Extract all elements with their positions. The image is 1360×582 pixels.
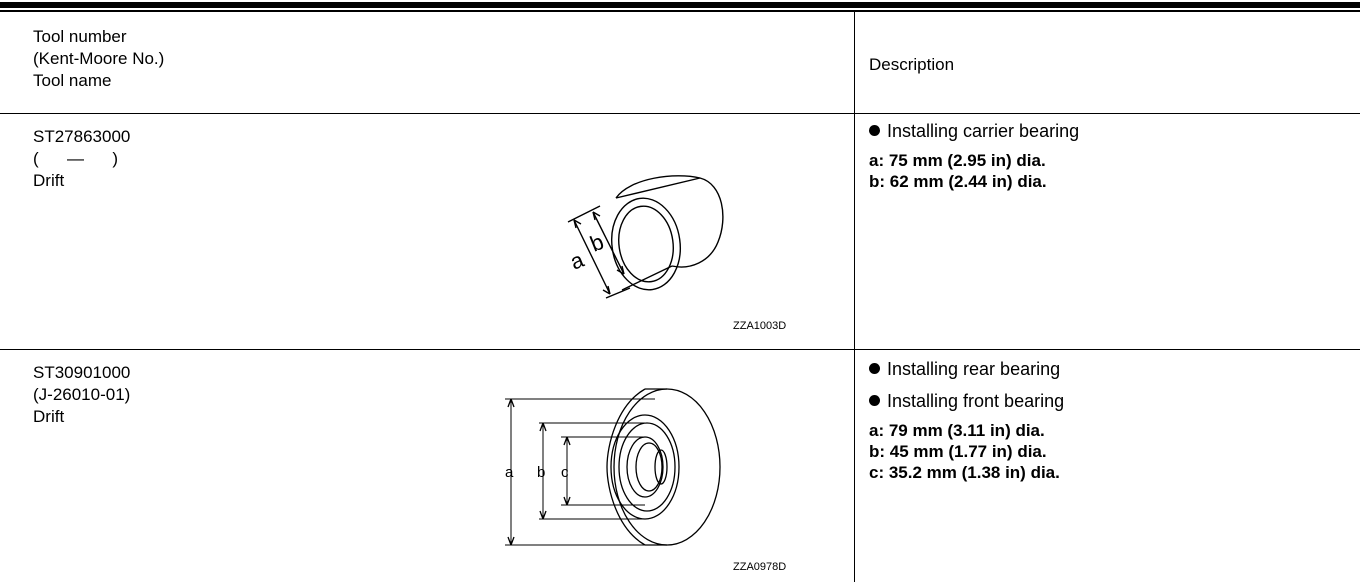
sleeve-front-ring-outer	[611, 197, 681, 291]
row2-spec-c: c: 35.2 mm (1.38 in) dia.	[869, 463, 1060, 482]
row2-spec-a: a: 79 mm (3.11 in) dia.	[869, 421, 1045, 440]
bullet-dot-icon	[869, 363, 880, 374]
sleeve-outer-back	[615, 175, 724, 268]
row2-bullet-1: Installing rear bearing	[869, 358, 1064, 380]
row2-description: Installing rear bearing Installing front…	[869, 358, 1064, 483]
row1-description: Installing carrier bearing a: 75 mm (2.9…	[869, 120, 1079, 192]
row1-kent-moore: ( — )	[33, 149, 118, 168]
row-divider	[0, 349, 1360, 350]
column-divider	[854, 12, 855, 582]
row2-bullet-1-text: Installing rear bearing	[887, 359, 1061, 379]
ring-step-2	[618, 422, 676, 512]
ring-step-1	[610, 414, 680, 520]
ring-label-b: b	[537, 464, 545, 481]
header-tool-column: Tool number (Kent-Moore No.) Tool name	[33, 26, 164, 92]
bullet-dot-icon	[869, 125, 880, 136]
table-top-rule	[0, 2, 1360, 8]
sleeve-label-a: a	[567, 247, 588, 275]
header-kent-moore: (Kent-Moore No.)	[33, 49, 165, 68]
header-divider	[0, 113, 1360, 114]
table-top-rule-thin	[0, 10, 1360, 12]
row2-kent-moore: (J-26010-01)	[33, 385, 131, 404]
row2-tool-number: ST30901000	[33, 363, 131, 382]
ring-bore-outer	[626, 436, 664, 498]
ring-bore-inner	[635, 442, 663, 492]
row1-tool-number: ST27863000	[33, 127, 131, 146]
row1-spec-a: a: 75 mm (2.95 in) dia.	[869, 151, 1046, 170]
ring-label-a: a	[505, 464, 514, 481]
row2-tool-info: ST30901000 (J-26010-01) Drift	[33, 362, 130, 428]
row1-spec-b: b: 62 mm (2.44 in) dia.	[869, 172, 1047, 191]
header-description: Description	[869, 55, 955, 74]
row2-tool-name: Drift	[33, 407, 65, 426]
row1-figure-code: ZZA1003D	[733, 320, 787, 332]
sleeve-front-ring-inner	[618, 205, 674, 283]
ring-hole	[654, 449, 668, 485]
row1-bullet-1: Installing carrier bearing	[869, 120, 1079, 142]
row2-spec-b: b: 45 mm (1.77 in) dia.	[869, 442, 1047, 461]
row2-bullet-2: Installing front bearing	[869, 390, 1064, 412]
row1-tool-name: Drift	[33, 171, 65, 190]
row1-bullet-1-text: Installing carrier bearing	[887, 121, 1080, 141]
bullet-dot-icon	[869, 395, 880, 406]
header-tool-number: Tool number	[33, 27, 127, 46]
drift-sleeve-figure: a b	[567, 175, 724, 299]
drift-ring-figure: a b c	[505, 388, 721, 546]
row2-bullet-2-text: Installing front bearing	[887, 391, 1065, 411]
row1-tool-info: ST27863000 ( — ) Drift	[33, 126, 130, 192]
row2-figure-code: ZZA0978D	[733, 561, 787, 573]
ring-label-c: c	[561, 464, 569, 481]
header-tool-name: Tool name	[33, 71, 112, 90]
